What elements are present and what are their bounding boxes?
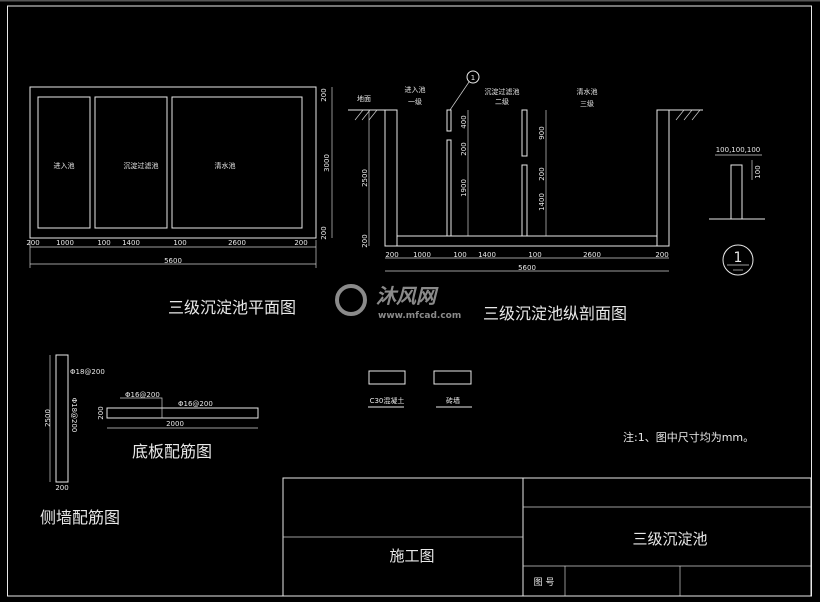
dim-label: 1000 [413, 251, 431, 259]
baffle-dim: 400 [460, 115, 468, 128]
rebar-label: Φ16@200 [125, 391, 160, 399]
stage-level: 三级 [580, 99, 594, 108]
detail-1: 100,100,100 100 1 [709, 146, 765, 276]
watermark-brand: 沐风网 [376, 284, 439, 308]
stage-level: 一级 [408, 97, 422, 106]
detail-side-dim: 100 [754, 165, 762, 178]
left-wall [384, 109, 398, 247]
dim-label: 200 [385, 251, 398, 259]
plan-view: 进入池 沉淀过滤池 清水池 200 1000 100 1400 100 2600… [26, 86, 333, 317]
dim-label: 200 [97, 406, 105, 419]
legend-concrete-swatch [368, 370, 406, 385]
room-settling [94, 96, 168, 229]
vdim-label: 200 [320, 226, 328, 239]
baffle-dim: 200 [538, 167, 546, 180]
dim-label: 2500 [44, 409, 52, 427]
stage-name: 进入池 [405, 85, 426, 94]
plan-title: 三级沉淀池平面图 [168, 298, 296, 317]
slab-rebar [106, 407, 259, 419]
slab-dim: 200 [361, 234, 369, 247]
drawing-number-label: 图 号 [534, 577, 555, 588]
title-block: 施工图 三级沉淀池 图 号 [282, 477, 812, 597]
stage-name: 清水池 [577, 87, 598, 96]
depth-dim: 2500 [361, 169, 369, 187]
dim-label: 200 [294, 239, 307, 247]
rebar-label: Φ18@200 [70, 368, 105, 376]
drawing-stage: 施工图 [389, 547, 434, 565]
detail-marker-label: 1 [734, 250, 743, 266]
room-inlet [37, 96, 91, 229]
ground-label: 地面 [357, 94, 371, 103]
detail-top-dims: 100,100,100 [716, 146, 761, 154]
vdim-label: 200 [320, 88, 328, 101]
baffle-wall [446, 139, 452, 237]
detail-marker [466, 70, 480, 84]
stage-level: 二级 [495, 97, 509, 106]
detail-marker-label: 1 [471, 74, 475, 82]
room-label: 清水池 [215, 161, 236, 170]
dim-label: 2600 [583, 251, 601, 259]
note: 注:1、图中尺寸均为mm。 [623, 430, 754, 444]
rebar-drawings: Φ18@200 Φ18@200 2500 200 侧墙配筋图 Φ16@200 Φ… [40, 354, 259, 527]
top-edge [0, 0, 820, 2]
legend-brick-swatch [433, 370, 472, 385]
dim-label: 1000 [56, 239, 74, 247]
rebar-label: Φ16@200 [178, 400, 213, 408]
total-dim-label: 5600 [518, 264, 536, 272]
dim-label: 200 [55, 484, 68, 492]
side-wall-rebar [55, 354, 69, 483]
dim-label: 100 [528, 251, 541, 259]
dim-label: 100 [453, 251, 466, 259]
baffle-wall [446, 109, 452, 132]
dim-label: 2600 [228, 239, 246, 247]
section-title: 三级沉淀池纵剖面图 [483, 304, 627, 323]
project-name: 三级沉淀池 [632, 530, 707, 548]
dim-label: 100 [173, 239, 186, 247]
baffle-dim: 900 [538, 126, 546, 139]
legend-concrete-label: C30混凝土 [370, 396, 405, 405]
watermark-logo-icon [335, 284, 367, 316]
section-view: 地面 进入池 一级 沉淀过滤池 二级 清水池 三级 1 2500 200 400… [348, 70, 703, 323]
room-label: 沉淀过滤池 [124, 161, 159, 170]
side-wall-title: 侧墙配筋图 [40, 508, 120, 527]
detail-marker [722, 244, 754, 276]
dim-label: 1400 [478, 251, 496, 259]
dim-label: 200 [26, 239, 39, 247]
room-clear [171, 96, 303, 229]
vdim-label: 3000 [323, 154, 331, 172]
dim-label: 200 [655, 251, 668, 259]
room-label: 进入池 [54, 161, 75, 170]
total-dim-label: 5600 [164, 257, 182, 265]
legend-brick-label: 砖墙 [446, 396, 460, 405]
dim-label: 2000 [166, 420, 184, 428]
right-wall [656, 109, 670, 247]
baffle-dim: 1900 [460, 179, 468, 197]
legend: C30混凝土 砖墙 [368, 370, 472, 408]
baffle-dim: 200 [460, 142, 468, 155]
baffle-dim: 1400 [538, 193, 546, 211]
watermark: 沐风网 www.mfcad.com [335, 284, 461, 321]
dim-label: 100 [97, 239, 110, 247]
dim-label: 1400 [122, 239, 140, 247]
slab-title: 底板配筋图 [132, 442, 212, 461]
baffle-wall [521, 109, 528, 157]
watermark-url: www.mfcad.com [378, 311, 461, 321]
rebar-label: Φ18@200 [70, 398, 78, 433]
stage-name: 沉淀过滤池 [485, 87, 520, 96]
baffle-wall [521, 164, 528, 237]
